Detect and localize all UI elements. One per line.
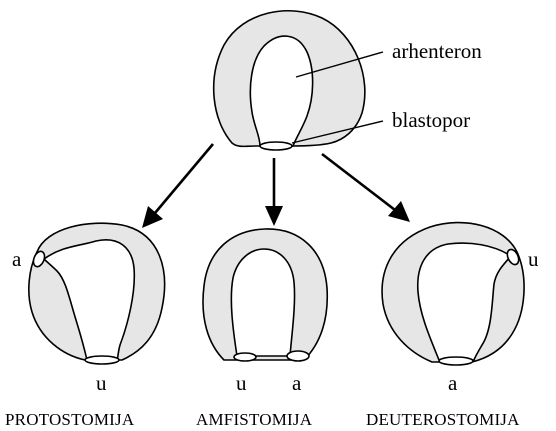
- embryo-protostomija: [29, 223, 165, 364]
- deuterostomija-u-label: u: [528, 247, 539, 271]
- deuterostomija-caption: DEUTEROSTOMIJA: [366, 410, 520, 429]
- blastopore-opening: [260, 142, 292, 150]
- protostomija-anus-opening: [85, 356, 119, 364]
- amfistomija-caption: AMFISTOMIJA: [196, 410, 313, 429]
- arrow-to-protostomija: [142, 144, 213, 228]
- protostomija-u-label: u: [96, 371, 107, 395]
- amfistomija-a-label: a: [292, 371, 302, 395]
- embryo-deuterostomija: [382, 223, 524, 365]
- archenteron-label: arhenteron: [392, 39, 482, 63]
- protostomija-a-label: a: [12, 247, 22, 271]
- embryo-amfistomija: [203, 229, 327, 361]
- deuterostomija-a-label: a: [448, 371, 458, 395]
- deuterostomija-mouth-opening: [439, 357, 473, 365]
- blastopore-label: blastopor: [392, 108, 470, 132]
- amfistomija-cavity: [231, 249, 294, 356]
- arrow-to-amfistomija: [265, 158, 283, 226]
- amfistomija-mouth-opening: [234, 353, 256, 361]
- protostomija-caption: PROTOSTOMIJA: [5, 410, 135, 429]
- amfistomija-u-label: u: [236, 371, 247, 395]
- arrow-to-deuterostomija: [322, 154, 410, 222]
- top-gastrula: [214, 11, 365, 150]
- amfistomija-anus-opening: [287, 351, 309, 361]
